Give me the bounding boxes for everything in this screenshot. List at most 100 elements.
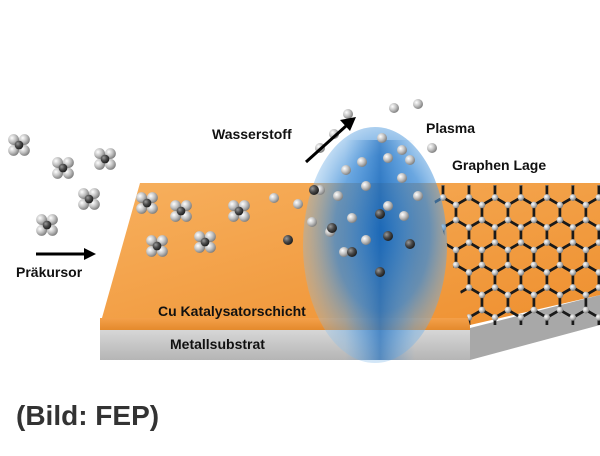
carbon-atom xyxy=(569,239,577,246)
carbon-atom xyxy=(517,224,525,231)
carbon-atom xyxy=(570,359,576,365)
hydrogen-atom xyxy=(383,153,393,163)
carbon-atom xyxy=(465,224,473,231)
carbon-atom xyxy=(596,329,600,335)
carbon-atom xyxy=(556,261,564,269)
carbon-atom xyxy=(478,291,486,299)
carbon-atom xyxy=(491,284,499,291)
catalyst-layer-label: Cu Katalysatorschicht xyxy=(158,303,306,319)
carbon-atom xyxy=(478,201,486,209)
metal-substrate-label: Metallsubstrat xyxy=(170,336,265,352)
carbon-atom xyxy=(557,172,563,178)
carbon-atom xyxy=(583,352,589,358)
carbon-atom xyxy=(582,261,590,269)
carbon-atom xyxy=(452,261,460,269)
carbon-atom xyxy=(583,337,589,343)
carbon-atom xyxy=(440,359,446,365)
carbon-atom xyxy=(517,269,525,276)
carbon-atom xyxy=(491,194,499,201)
carbon-atom xyxy=(544,359,550,365)
molecule-cluster-icon xyxy=(94,148,116,170)
carbon-atom xyxy=(569,284,577,291)
carbon-atom xyxy=(595,284,600,291)
carbon-atom xyxy=(543,239,551,246)
carbon-atom xyxy=(595,224,600,231)
carbon-atom xyxy=(518,359,524,365)
carbon-atom xyxy=(595,314,600,321)
carbon-atom xyxy=(556,201,564,209)
molecule-cluster-icon xyxy=(52,157,74,179)
hydrogen-atom xyxy=(389,103,399,113)
carbon-atom xyxy=(452,201,460,209)
hydrogen-atom xyxy=(413,99,423,109)
carbon-atom xyxy=(583,337,589,343)
hydrogen-atom xyxy=(293,199,303,209)
carbon-atom xyxy=(452,216,460,224)
hydrogen-atom xyxy=(361,181,371,191)
carbon-atom xyxy=(582,291,590,299)
carbon-atom xyxy=(517,194,525,201)
carbon-atom xyxy=(531,352,537,358)
carbon-atom xyxy=(504,246,512,254)
carbon-atom xyxy=(491,269,499,276)
carbon-atom xyxy=(557,337,563,343)
hydrogen-atom xyxy=(269,193,279,203)
carbon-atom xyxy=(517,314,525,321)
hydrogen-atom xyxy=(333,191,343,201)
hydrogen-atom xyxy=(357,157,367,167)
metal-substrate-side xyxy=(470,295,600,360)
carbon-atom xyxy=(405,239,415,249)
carbon-atom xyxy=(595,269,600,276)
carbon-atom xyxy=(596,359,600,365)
carbon-atom xyxy=(556,306,564,314)
carbon-atom xyxy=(543,224,551,231)
carbon-atom xyxy=(466,359,472,365)
hydrogen-atom xyxy=(413,191,423,201)
carbon-atom xyxy=(557,352,563,358)
carbon-atom xyxy=(543,284,551,291)
carbon-atom xyxy=(491,239,499,246)
carbon-atom xyxy=(543,269,551,276)
carbon-atom xyxy=(556,291,564,299)
hydrogen-atom xyxy=(377,133,387,143)
carbon-atom xyxy=(491,224,499,231)
carbon-atom xyxy=(569,194,577,201)
carbon-atom xyxy=(452,246,460,254)
carbon-atom xyxy=(557,352,563,358)
carbon-atom xyxy=(583,172,589,178)
carbon-atom xyxy=(556,246,564,254)
hydrogen-atom xyxy=(347,213,357,223)
carbon-atom xyxy=(504,306,512,314)
carbon-atom xyxy=(556,216,564,224)
carbon-atom xyxy=(504,291,512,299)
carbon-atom xyxy=(596,329,600,335)
hydrogen-atoms xyxy=(269,99,437,277)
carbon-atom xyxy=(478,306,486,314)
plasma-label: Plasma xyxy=(426,120,476,136)
carbon-atom xyxy=(530,261,538,269)
carbon-atom xyxy=(309,185,319,195)
carbon-atom xyxy=(596,329,600,335)
arrow-right-icon xyxy=(36,248,96,260)
carbon-atom xyxy=(478,216,486,224)
carbon-atom xyxy=(504,261,512,269)
carbon-atom xyxy=(375,267,385,277)
carbon-atom xyxy=(583,337,589,343)
carbon-atom xyxy=(582,201,590,209)
carbon-atom xyxy=(517,239,525,246)
carbon-atom xyxy=(492,359,498,365)
hydrogen-atom xyxy=(343,109,353,119)
carbon-atom xyxy=(478,246,486,254)
carbon-atom xyxy=(530,291,538,299)
carbon-atom xyxy=(517,284,525,291)
carbon-atom xyxy=(465,269,473,276)
carbon-atom xyxy=(583,352,589,358)
hydrogen-atom xyxy=(383,201,393,211)
hydrogen-atom xyxy=(307,217,317,227)
hydrogen-atom xyxy=(361,235,371,245)
carbon-atom xyxy=(531,352,537,358)
carbon-atom xyxy=(283,235,293,245)
hydrogen-atom xyxy=(399,211,409,221)
carbon-atom xyxy=(491,314,499,321)
carbon-atom xyxy=(543,314,551,321)
